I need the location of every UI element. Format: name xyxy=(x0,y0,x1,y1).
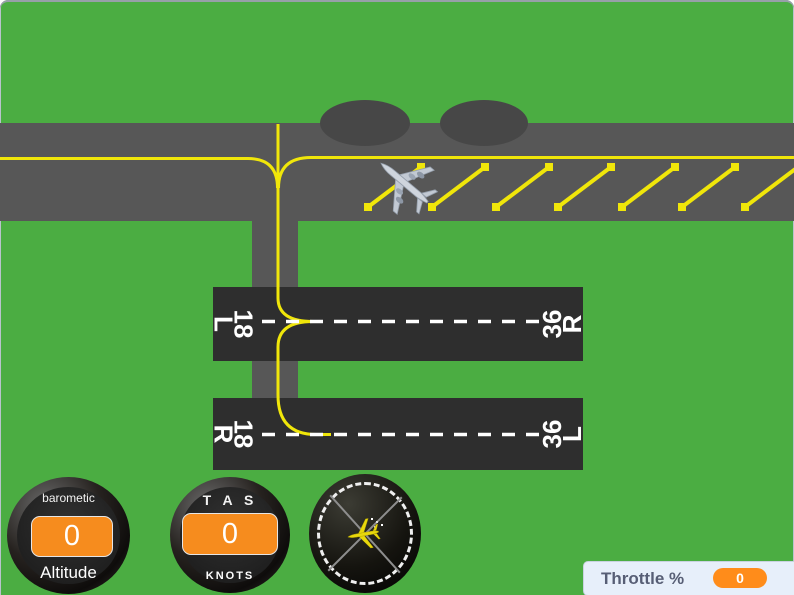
compass-heading-marks xyxy=(371,518,373,520)
taxiway-vertical-lower xyxy=(252,361,298,398)
compass-gauge xyxy=(309,474,421,593)
taxiway-vertical-upper xyxy=(252,221,298,287)
parking-pad xyxy=(440,100,528,146)
altimeter-gauge: barometic 0 Altitude xyxy=(7,477,130,594)
altimeter-top-label: barometic xyxy=(42,491,95,505)
compass-tick-ring xyxy=(317,482,413,585)
compass-plane-icon xyxy=(347,517,381,548)
airspeed-gauge: T A S 0 KNOTS xyxy=(170,477,290,593)
altimeter-bottom-label: Altitude xyxy=(40,563,97,582)
throttle-value: 0 xyxy=(713,568,767,588)
parking-pad xyxy=(320,100,410,146)
altimeter-value: 0 xyxy=(31,516,113,557)
throttle-label: Throttle % xyxy=(601,568,685,588)
throttle-monitor[interactable]: Throttle % 0 xyxy=(583,561,794,595)
airspeed-top-label: T A S xyxy=(202,492,258,508)
airspeed-bottom-label: KNOTS xyxy=(205,570,255,582)
airspeed-value: 0 xyxy=(182,513,278,555)
